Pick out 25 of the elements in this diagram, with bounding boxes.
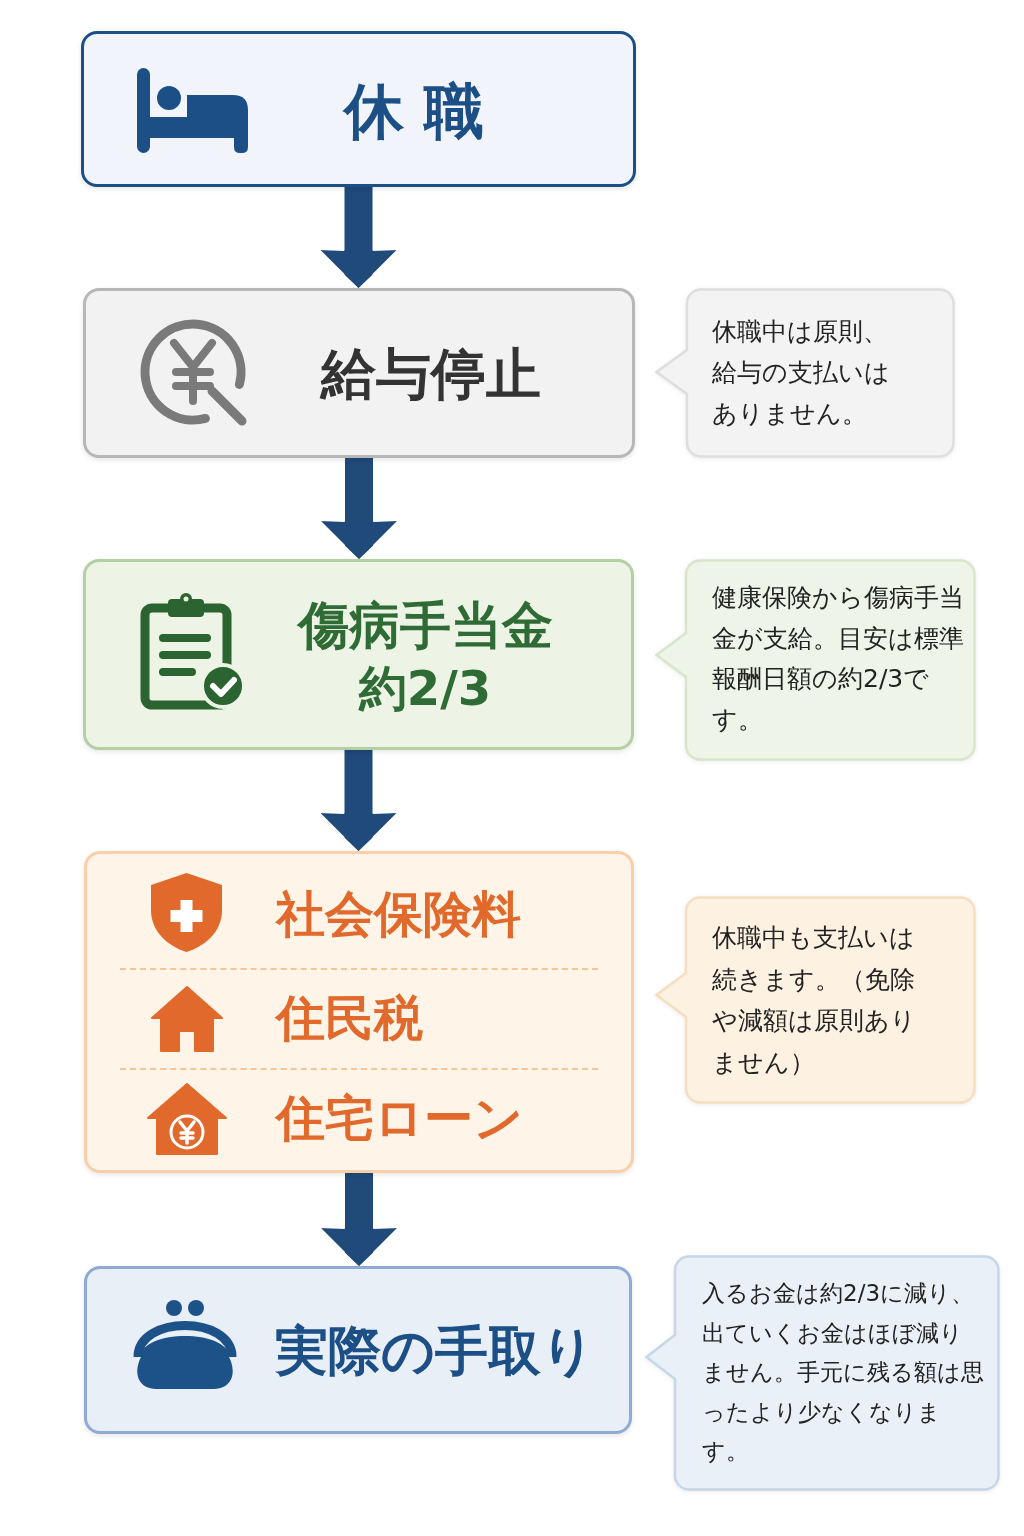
- step-title: 傷病手当金: [297, 596, 553, 656]
- expense-item: 社会保険料: [276, 886, 521, 944]
- step-box: [83, 559, 634, 750]
- arrow: [321, 1173, 397, 1266]
- expense-item: 住民税: [276, 990, 423, 1048]
- speech-bubble: [655, 896, 976, 1104]
- callout-text: 休職中は原則、給与の支払いはありません。: [712, 316, 891, 430]
- arrow: [320, 187, 397, 288]
- step-box: [81, 31, 636, 187]
- expense-item: 住宅ローン: [276, 1090, 523, 1148]
- step-title: 休職: [341, 76, 503, 146]
- step-box: [83, 288, 635, 458]
- step-title: 実際の手取り: [275, 1320, 595, 1382]
- step-box: [84, 1266, 632, 1434]
- speech-bubble: [645, 1255, 1000, 1491]
- step-box: [84, 851, 634, 1173]
- callout-text: 休職中も支払いは続きます。（免除や減額は原則ありません）: [712, 922, 916, 1079]
- callout-text: 健康保険から傷病手当金が支給。目安は標準報酬日額の約2/3です。: [712, 582, 965, 737]
- step-title: 給与停止: [321, 343, 541, 407]
- arrow: [321, 458, 397, 559]
- speech-bubble: [655, 559, 976, 761]
- arrow: [320, 750, 397, 851]
- amount-text: 約2/3: [358, 661, 492, 717]
- speech-bubble: [655, 288, 955, 458]
- callout-text: 入るお金は約2/3に減り、出ていくお金はほぼ減りません。手元に残る額は思ったより少なくなります。: [702, 1279, 985, 1466]
